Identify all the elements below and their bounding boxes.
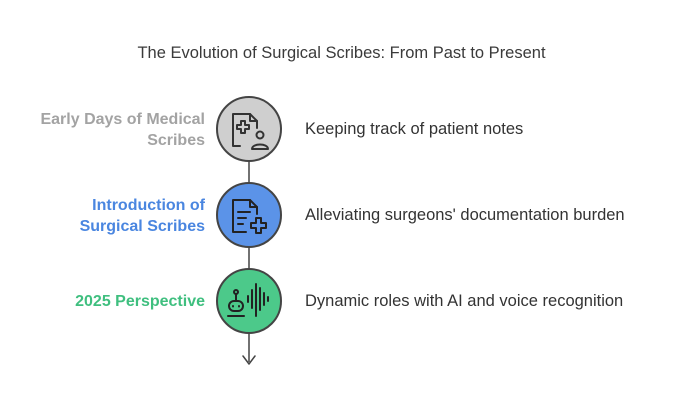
stage-1-label-line-1: Early Days of Medical [40,111,205,128]
stage-3-label-line-1: 2025 Perspective [75,293,205,310]
timeline-arrow-icon [242,355,256,365]
stage-2-label-line-1: Introduction of [92,197,205,214]
stage-1-label-line-2: Scribes [147,132,205,149]
stage-3-description: Dynamic roles with AI and voice recognit… [305,292,624,310]
stage-2-description: Alleviating surgeons' documentation burd… [305,206,625,224]
stage-2-label-line-2: Surgical Scribes [79,218,205,235]
diagram-title: The Evolution of Surgical Scribes: From … [137,44,546,62]
stage-node-2 [216,182,282,248]
stage-2-label: Introduction of Surgical Scribes [80,195,205,237]
stage-1-label: Early Days of Medical Scribes [40,109,205,151]
robot-voice-wave-icon [227,283,269,317]
document-plus-icon [232,199,267,234]
stage-node-1 [216,96,282,162]
stage-node-3 [216,268,282,334]
stage-3-label: 2025 Perspective [75,291,205,312]
medical-record-person-icon [232,113,269,150]
stage-1-description: Keeping track of patient notes [305,120,524,138]
